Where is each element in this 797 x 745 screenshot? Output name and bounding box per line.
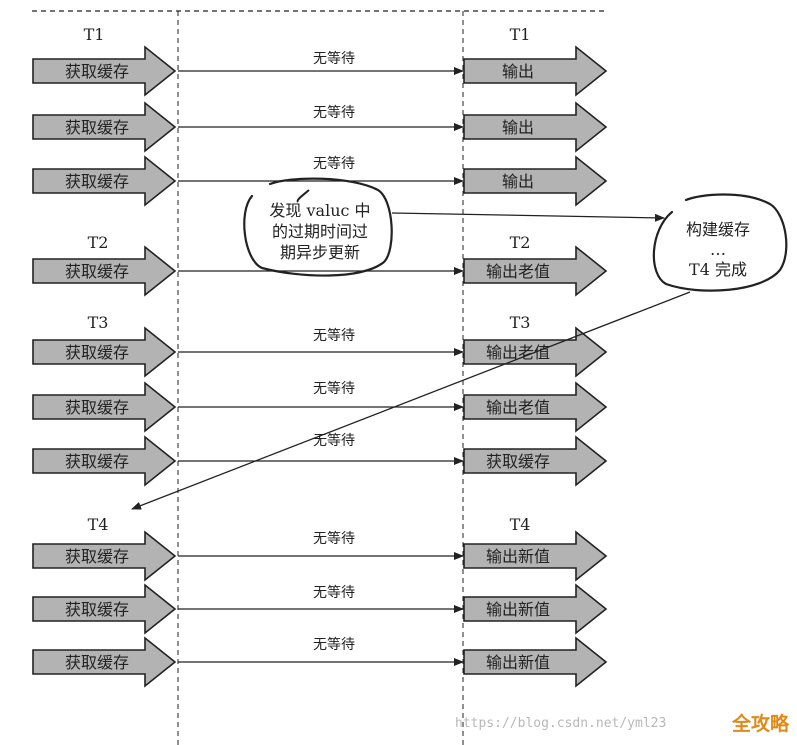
output-label: 输出新值	[486, 600, 550, 619]
output-label: 输出新值	[486, 653, 550, 672]
output-block-arrow	[463, 583, 608, 635]
expire-note-line1: 发现 valuc 中	[269, 201, 370, 220]
watermark-url: https://blog.csdn.net/yml23	[455, 716, 666, 731]
get-cache-block-arrow	[32, 45, 177, 97]
get-cache-label: 获取缓存	[65, 547, 129, 566]
header-t4-right: T4	[510, 515, 531, 534]
expire-note-line2: 的过期时间过	[272, 222, 368, 241]
output-block-arrow	[463, 45, 608, 97]
get-cache-label: 获取缓存	[65, 600, 129, 619]
header-t4-left: T4	[88, 515, 109, 534]
get-cache-label: 获取缓存	[65, 262, 129, 281]
header-t1-right: T1	[510, 25, 531, 44]
get-cache-block-arrow	[32, 381, 177, 433]
header-t3-left: T3	[88, 313, 109, 332]
output-block-arrow	[463, 245, 608, 297]
no-wait-label: 无等待	[313, 380, 355, 397]
get-cache-block-arrow	[32, 530, 177, 582]
get-cache-label: 获取缓存	[65, 452, 129, 471]
get-cache-label: 获取缓存	[65, 343, 129, 362]
build-cache-line1: 构建缓存	[686, 220, 750, 239]
build-cache-line3: T4 完成	[689, 260, 747, 279]
header-t2-left: T2	[88, 233, 109, 252]
no-wait-label: 无等待	[313, 50, 355, 67]
get-cache-block-arrow	[32, 636, 177, 688]
get-cache-label: 获取缓存	[65, 172, 129, 191]
get-cache-block-arrow	[32, 326, 177, 378]
output-label: 输出老值	[486, 262, 550, 281]
get-cache-block-arrow	[32, 155, 177, 207]
output-label: 输出	[502, 62, 534, 81]
get-cache-label: 获取缓存	[65, 398, 129, 417]
build-cache-line2: …	[710, 240, 726, 259]
output-block-arrow	[463, 636, 608, 688]
get-cache-block-arrow	[32, 435, 177, 487]
no-wait-label: 无等待	[313, 432, 355, 449]
expire-note-bubble: 发现 valuc 中 的过期时间过 期异步更新	[243, 177, 393, 277]
build-cache-bubble: 构建缓存 … T4 完成	[652, 193, 788, 292]
no-wait-label: 无等待	[313, 327, 355, 344]
expire-note-line3: 期异步更新	[280, 243, 360, 262]
output-block-arrow	[463, 381, 608, 433]
get-cache-label: 获取缓存	[65, 653, 129, 672]
header-t2-right: T2	[510, 233, 531, 252]
async-update-connector	[391, 212, 665, 222]
output-label: 输出	[502, 118, 534, 137]
brand-logo-text: 全攻略	[731, 712, 790, 735]
output-label: 输出新值	[486, 547, 550, 566]
get-cache-block-arrow	[32, 245, 177, 297]
no-wait-label: 无等待	[313, 584, 355, 601]
output-block-arrow	[463, 435, 608, 487]
t4-complete-connector	[131, 291, 691, 510]
header-t1-left: T1	[84, 25, 105, 44]
output-label: 获取缓存	[486, 452, 550, 471]
get-cache-block-arrow	[32, 101, 177, 153]
header-t3-right: T3	[510, 313, 531, 332]
get-cache-label: 获取缓存	[65, 118, 129, 137]
output-block-arrow	[463, 155, 608, 207]
no-wait-label: 无等待	[313, 530, 355, 547]
output-label: 输出老值	[486, 343, 550, 362]
no-wait-label: 无等待	[313, 636, 355, 653]
get-cache-label: 获取缓存	[65, 62, 129, 81]
output-label: 输出	[502, 172, 534, 191]
no-wait-label: 无等待	[313, 155, 355, 172]
get-cache-block-arrow	[32, 583, 177, 635]
output-block-arrow	[463, 530, 608, 582]
output-block-arrow	[463, 101, 608, 153]
rows-layer: 获取缓存无等待输出获取缓存无等待输出获取缓存无等待输出获取缓存输出老值获取缓存无…	[32, 45, 608, 688]
no-wait-label: 无等待	[313, 104, 355, 121]
output-label: 输出老值	[486, 398, 550, 417]
